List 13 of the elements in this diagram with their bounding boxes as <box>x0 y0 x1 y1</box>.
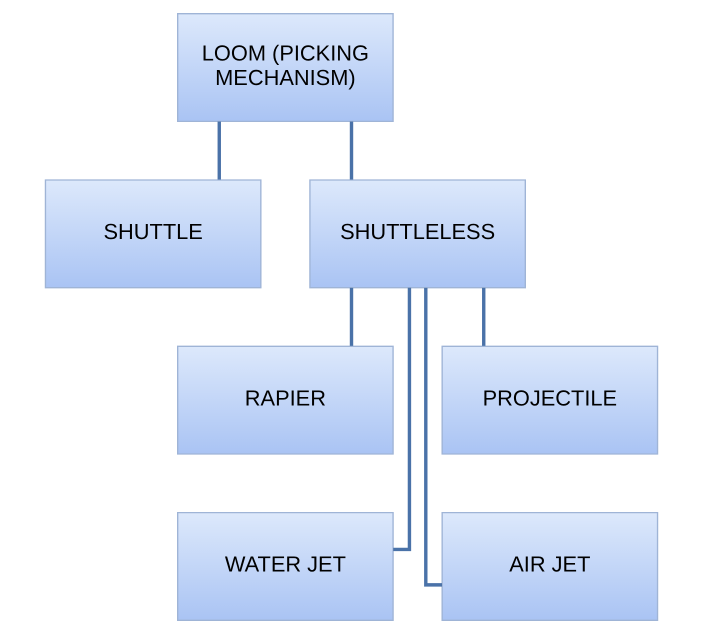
connector <box>424 288 442 587</box>
connector <box>350 288 354 346</box>
connector <box>218 122 221 180</box>
node-box: SHUTTLE <box>44 179 262 288</box>
node-box: WATER JET <box>177 512 394 621</box>
node-box: LOOM (PICKING MECHANISM) <box>177 13 394 122</box>
connector <box>393 288 412 552</box>
node-box: RAPIER <box>177 346 394 455</box>
node-box: PROJECTILE <box>441 346 658 455</box>
node-box: SHUTTLELESS <box>309 179 526 288</box>
connector <box>482 288 486 346</box>
connector <box>350 122 354 180</box>
node-box: AIR JET <box>441 512 658 621</box>
